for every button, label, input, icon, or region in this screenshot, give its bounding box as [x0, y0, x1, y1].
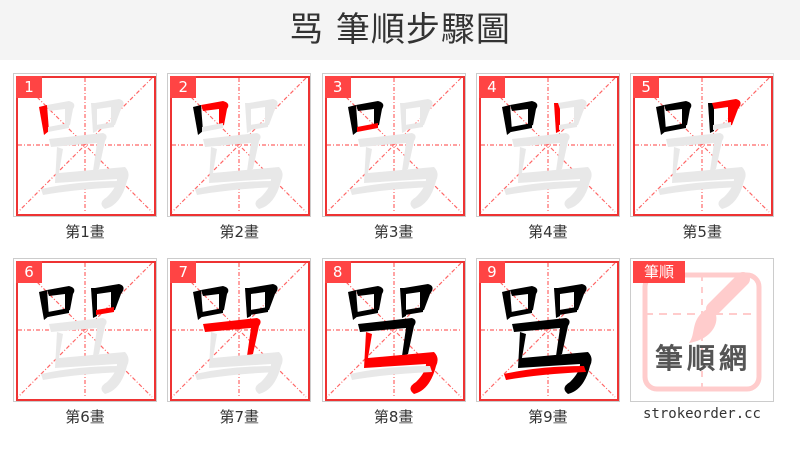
step-number-badge: 6 [16, 261, 42, 283]
brush-logo-icon [642, 272, 762, 392]
grid-frame [16, 76, 156, 216]
grid-frame [324, 261, 465, 401]
step-number-badge: 7 [170, 261, 197, 283]
stroke-step-card[interactable]: 2 第2畫 [167, 73, 312, 241]
stroke-box: 9 [475, 258, 620, 402]
stroke-box: 2 [167, 73, 312, 217]
logo-text: 筆順網 [654, 342, 751, 375]
stroke-box: 6 [13, 258, 157, 402]
stroke-box: 4 [475, 73, 620, 217]
step-label: 第9畫 [528, 408, 568, 426]
stroke-step-card[interactable]: 6 第6畫 [13, 258, 157, 426]
character-stroke-icon [326, 262, 462, 398]
step-label: 第5畫 [682, 223, 722, 241]
step-label: 第2畫 [219, 223, 260, 241]
stroke-step-card[interactable]: 3 第3畫 [321, 73, 466, 241]
stroke-step-card[interactable]: 7 第7畫 [167, 258, 312, 426]
step-label: 第3畫 [373, 223, 414, 241]
logo-tag: 筆順 [633, 261, 685, 283]
stroke-step-card[interactable]: 9 第9畫 [475, 258, 620, 426]
stroke-step-card[interactable]: 1 第1畫 [13, 73, 157, 241]
site-caption[interactable]: strokeorder.cc [642, 406, 761, 422]
grid-frame [478, 76, 619, 216]
step-number-badge: 9 [478, 261, 505, 283]
stroke-box: 5 [630, 73, 775, 217]
grid-frame [170, 261, 311, 401]
grid-frame [324, 76, 465, 216]
step-number-badge: 1 [16, 76, 42, 98]
character-stroke-icon [480, 77, 616, 213]
step-number-badge: 4 [478, 76, 505, 98]
step-number-badge: 3 [324, 76, 351, 98]
step-label: 第6畫 [65, 408, 105, 426]
grid-frame [16, 261, 156, 401]
character-stroke-icon [326, 77, 462, 213]
character-stroke-icon [634, 77, 770, 213]
character-stroke-icon [17, 77, 153, 213]
grid-frame [633, 76, 774, 216]
step-label: 第1畫 [65, 223, 105, 241]
logo-card[interactable]: 筆順 筆順網 strokeorder.cc [630, 258, 774, 422]
character-stroke-icon [171, 262, 307, 398]
step-label: 第4畫 [528, 223, 568, 241]
character-stroke-icon [17, 262, 153, 398]
grid-frame [478, 261, 619, 401]
step-number-badge: 8 [324, 261, 351, 283]
step-label: 第8畫 [373, 408, 414, 426]
step-number-badge: 5 [633, 76, 660, 98]
stroke-step-card[interactable]: 8 第8畫 [321, 258, 466, 426]
stroke-box: 8 [321, 258, 466, 402]
character-stroke-icon [480, 262, 616, 398]
character-stroke-icon [171, 77, 307, 213]
stroke-step-card[interactable]: 5 第5畫 [630, 73, 775, 241]
stroke-box: 1 [13, 73, 157, 217]
logo-box: 筆順 筆順網 [630, 258, 774, 402]
header-bar: 骂 筆順步驟圖 [0, 0, 800, 60]
step-label: 第7畫 [219, 408, 260, 426]
step-number-badge: 2 [170, 76, 197, 98]
stroke-step-card[interactable]: 4 第4畫 [475, 73, 620, 241]
grid-frame [170, 76, 311, 216]
stroke-box: 7 [167, 258, 312, 402]
page-title: 骂 筆順步驟圖 [289, 10, 511, 50]
stroke-box: 3 [321, 73, 466, 217]
